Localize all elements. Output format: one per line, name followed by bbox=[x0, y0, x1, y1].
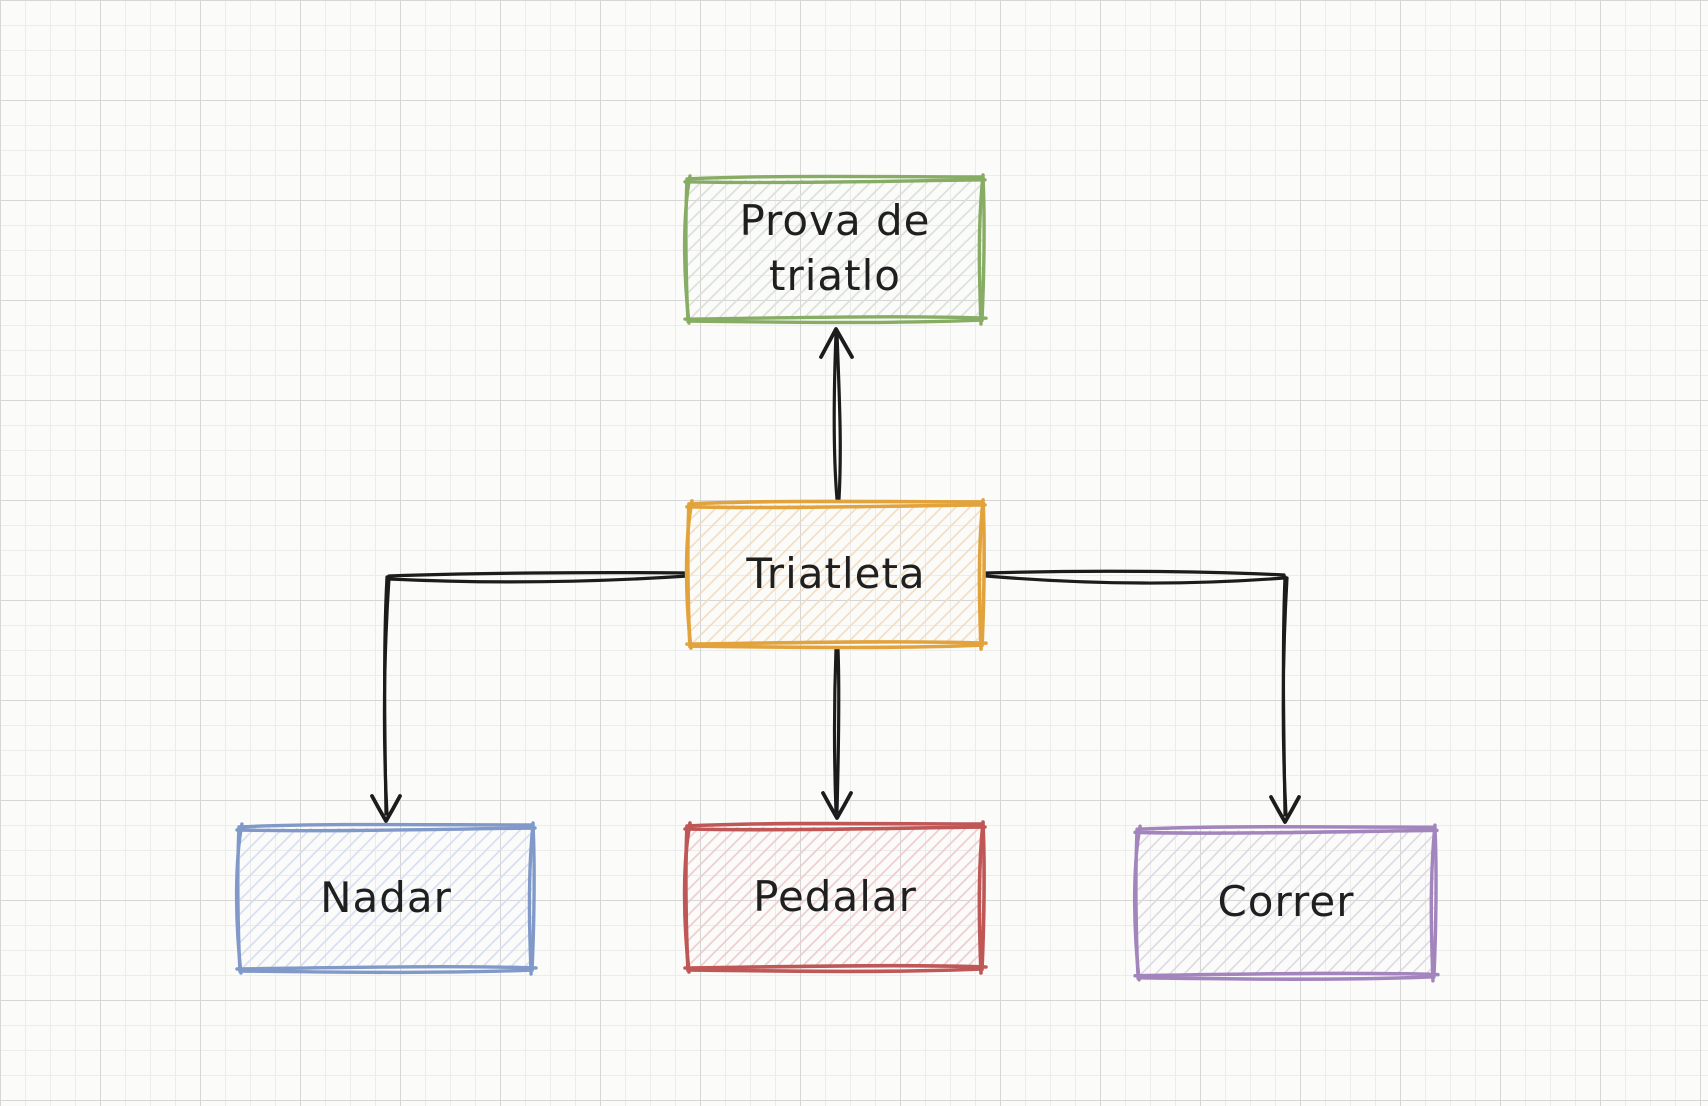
edge-triatleta-to-correr[interactable] bbox=[984, 569, 1301, 824]
edge-triatleta-to-nadar[interactable] bbox=[370, 571, 690, 823]
node-prova-label: Prova de triatlo bbox=[739, 196, 931, 300]
node-correr-shape bbox=[1129, 819, 1443, 986]
node-triatleta-label: Triatleta bbox=[746, 548, 926, 598]
node-correr-label: Correr bbox=[1217, 877, 1355, 927]
node-prova-de-triatlo[interactable]: Prova de triatlo bbox=[679, 169, 991, 329]
node-nadar-shape bbox=[231, 817, 541, 979]
node-correr[interactable]: Correr bbox=[1129, 819, 1443, 986]
node-pedalar[interactable]: Pedalar bbox=[679, 816, 991, 978]
node-prova-shape bbox=[679, 169, 991, 329]
node-pedalar-label: Pedalar bbox=[753, 871, 917, 921]
node-nadar-label: Nadar bbox=[320, 872, 452, 922]
edge-triatleta-to-pedalar[interactable] bbox=[821, 647, 853, 820]
node-pedalar-shape bbox=[679, 816, 991, 978]
node-triatleta[interactable]: Triatleta bbox=[681, 494, 991, 654]
node-triatleta-shape bbox=[681, 494, 991, 654]
edge-triatleta-to-prova[interactable] bbox=[819, 327, 854, 501]
node-nadar[interactable]: Nadar bbox=[231, 817, 541, 979]
